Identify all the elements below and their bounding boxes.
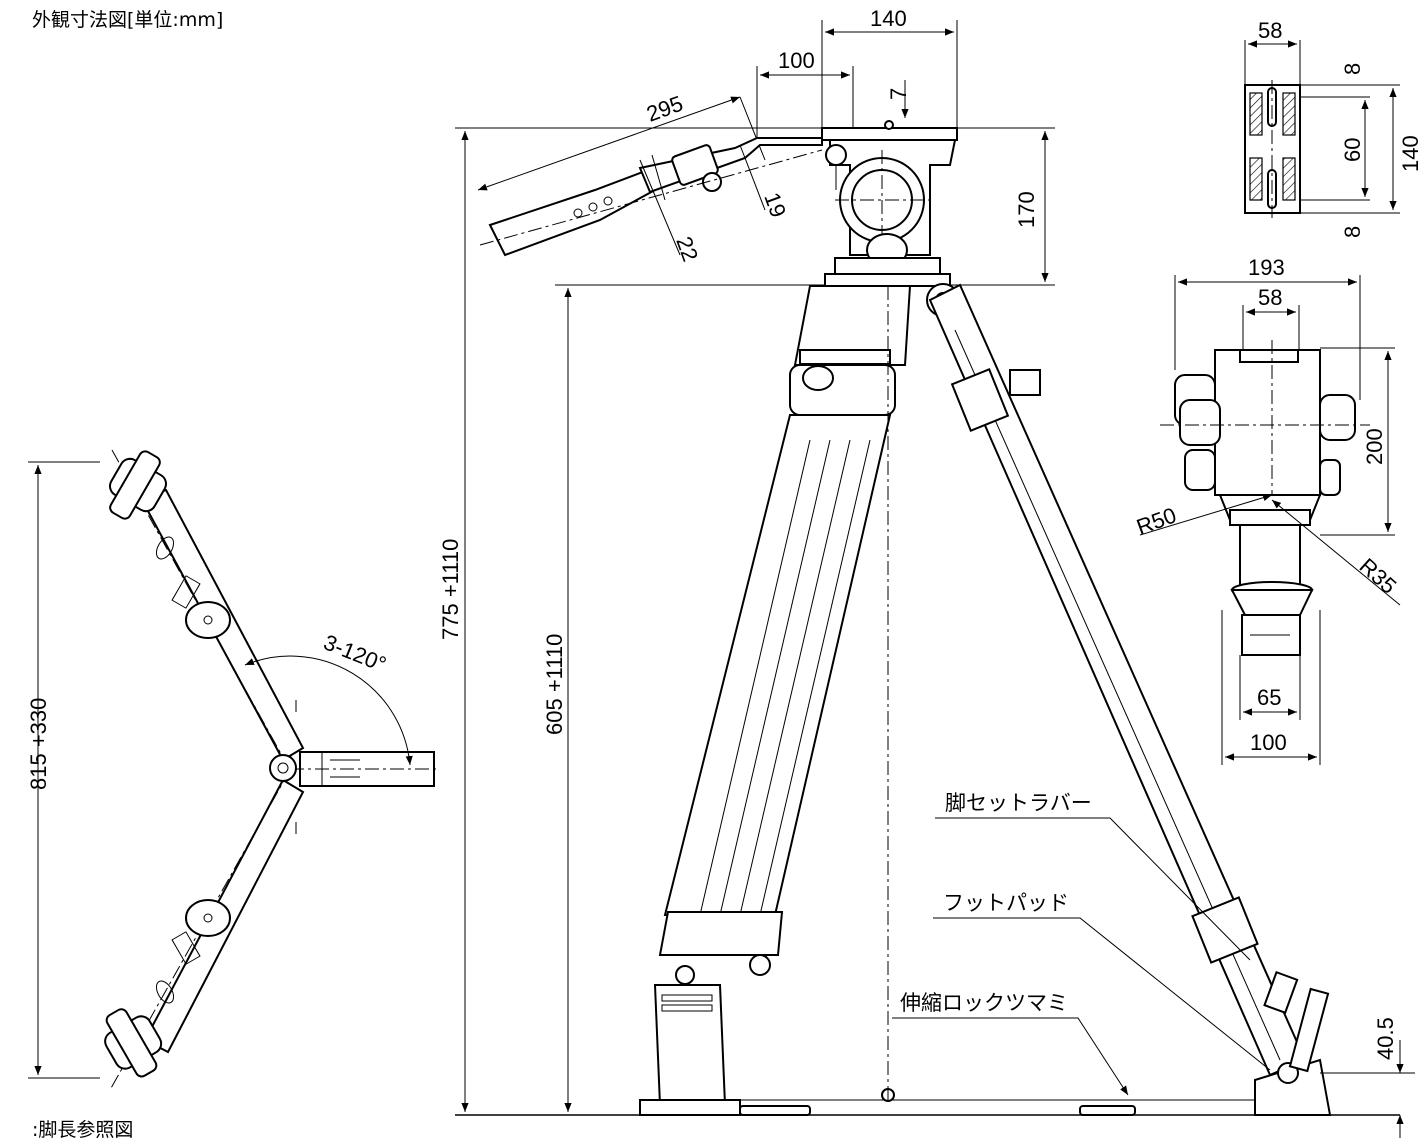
leg-rubber-label: 脚セットラバー <box>945 791 1092 815</box>
base-inner-dim: 58 <box>1258 285 1282 310</box>
arm-offset-dim: 100 <box>778 48 815 73</box>
head-front-view: 193 58 200 R50 R35 65 <box>1133 255 1401 765</box>
right-leg <box>290 751 436 787</box>
leg-angle-dim: 3-120° <box>320 629 390 677</box>
base-width-dim: 193 <box>1248 255 1285 280</box>
head-width-dim: 140 <box>870 6 907 31</box>
total-height-dim: 775 +1110 <box>438 539 463 640</box>
fluid-head <box>821 120 958 287</box>
plate-view: 58 140 60 8 8 <box>1244 18 1423 238</box>
handle-length-dim: 295 <box>643 91 686 127</box>
plate-edge-bottom-dim: 8 <box>1340 226 1365 238</box>
drawing-title: 外観寸法図[単位:mm] <box>32 9 223 31</box>
side-view: 775 +1110 605 +1110 170 140 100 7 295 <box>438 6 1415 1138</box>
lock-knob-label: 伸縮ロックツマミ <box>900 991 1068 1015</box>
plate-height-dim: 7 <box>886 88 911 100</box>
left-leg <box>639 414 892 1116</box>
base-height-dim: 200 <box>1362 428 1387 465</box>
pan-handle-grip <box>488 168 657 257</box>
handle-dia-22-dim: 22 <box>671 233 703 265</box>
upper-leg <box>109 449 305 771</box>
plate-gap-dim: 60 <box>1340 138 1365 162</box>
footer-note: :脚長参照図 <box>32 1119 133 1141</box>
right-leg-side <box>928 283 1332 1116</box>
radius-50-dim: R50 <box>1133 502 1179 539</box>
radius-35-dim: R35 <box>1355 553 1402 599</box>
bowl-65-dim: 65 <box>1257 685 1281 710</box>
foot-pad-label: フットパッド <box>943 891 1069 915</box>
lower-leg <box>104 769 305 1091</box>
pan-handle-arm <box>638 137 823 194</box>
leg-hub <box>269 754 297 782</box>
plate-width-dim: 58 <box>1258 18 1282 43</box>
leg-height-dim: 605 +1110 <box>542 634 567 735</box>
handle-dia-19-dim: 19 <box>759 189 791 221</box>
plate-edge-top-dim: 8 <box>1340 63 1365 75</box>
top-view: 815 +330 <box>26 449 436 1091</box>
plate-length-dim: 140 <box>1398 135 1423 172</box>
head-height-dim: 170 <box>1014 191 1039 228</box>
bowl-100-dim: 100 <box>1250 730 1287 755</box>
floor-pad-right <box>1079 1105 1136 1116</box>
foot-height-dim: 40.5 <box>1373 1017 1398 1060</box>
floor-pad-left <box>739 1105 811 1116</box>
spread-height-dim: 815 +330 <box>26 698 51 790</box>
